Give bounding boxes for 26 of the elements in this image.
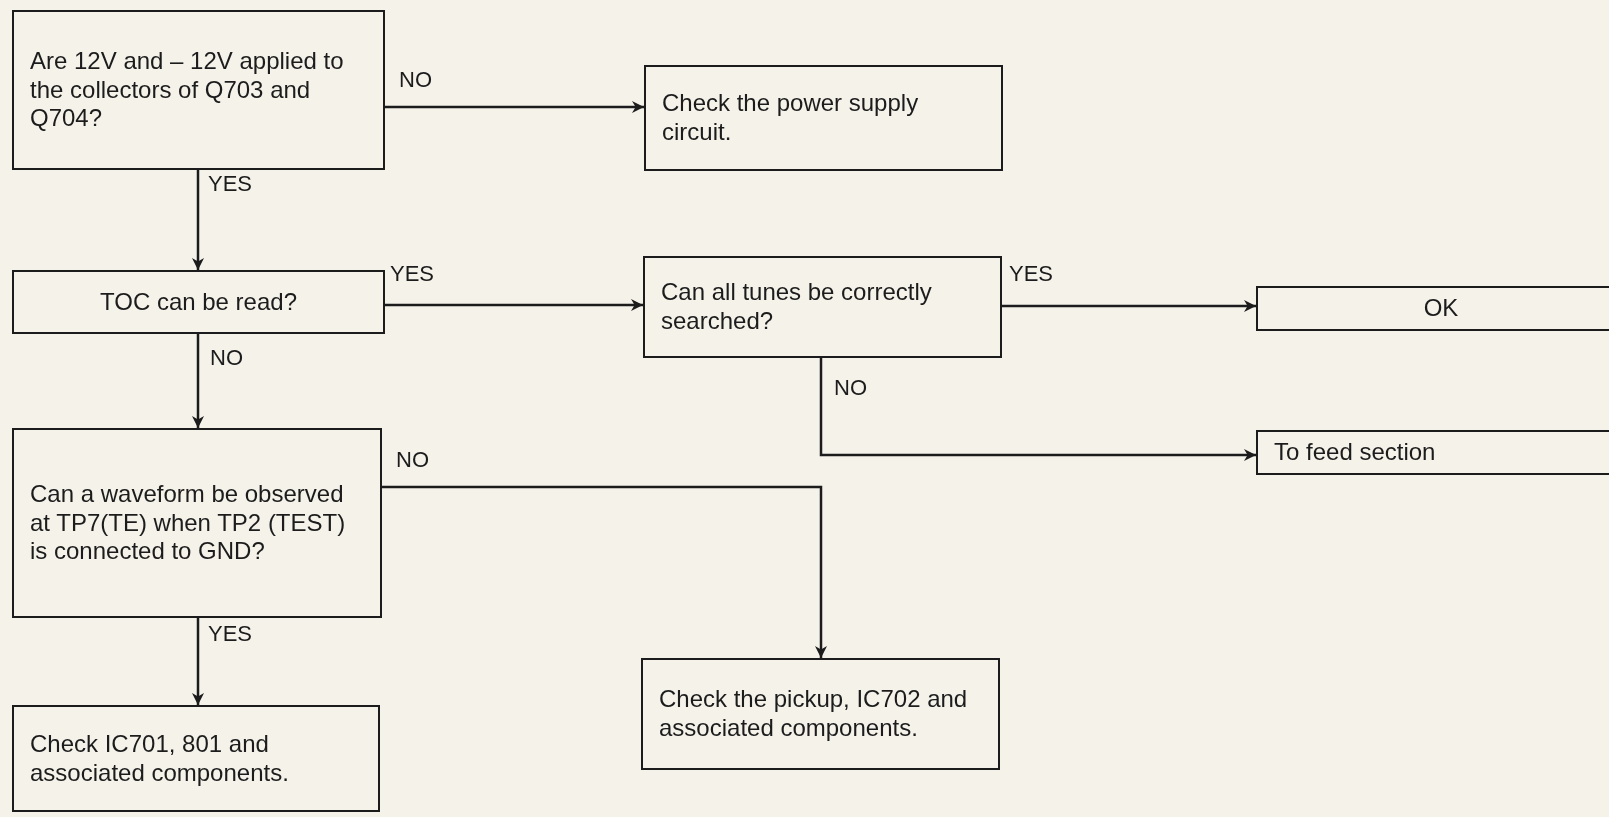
arrow (385, 299, 643, 311)
arrow (385, 101, 644, 113)
box-text: Can a waveform be observed at TP7(TE) when TP2 (TEST) is connected to GND? (30, 479, 347, 567)
process-box (1256, 430, 1609, 475)
arrow (819, 358, 1256, 461)
box-text: TOC can be read? (100, 287, 297, 317)
box-text: Are 12V and – 12V applied to the collectors of Q703 and Q704? (30, 46, 345, 134)
process-box (12, 428, 382, 618)
process-box (12, 705, 380, 812)
box-text: Check IC701, 801 and associated components. (30, 729, 290, 788)
arrow (192, 170, 204, 270)
arrow (192, 334, 204, 428)
box-text: OK (1423, 294, 1459, 323)
process-box (12, 10, 385, 170)
process-box (641, 658, 1000, 770)
arrow (192, 618, 204, 705)
box-text: Check the pickup, IC702 and associated components. (659, 685, 969, 743)
process-box (644, 65, 1003, 171)
process-box (643, 256, 1002, 358)
box-text: Can all tunes be correctly searched? (661, 278, 933, 336)
process-box (12, 270, 385, 334)
box-text: Check the power supply circuit. (662, 89, 920, 147)
arrow (1002, 300, 1256, 312)
box-text: To feed section (1274, 438, 1436, 467)
arrow (382, 485, 827, 658)
process-box (1256, 286, 1609, 331)
